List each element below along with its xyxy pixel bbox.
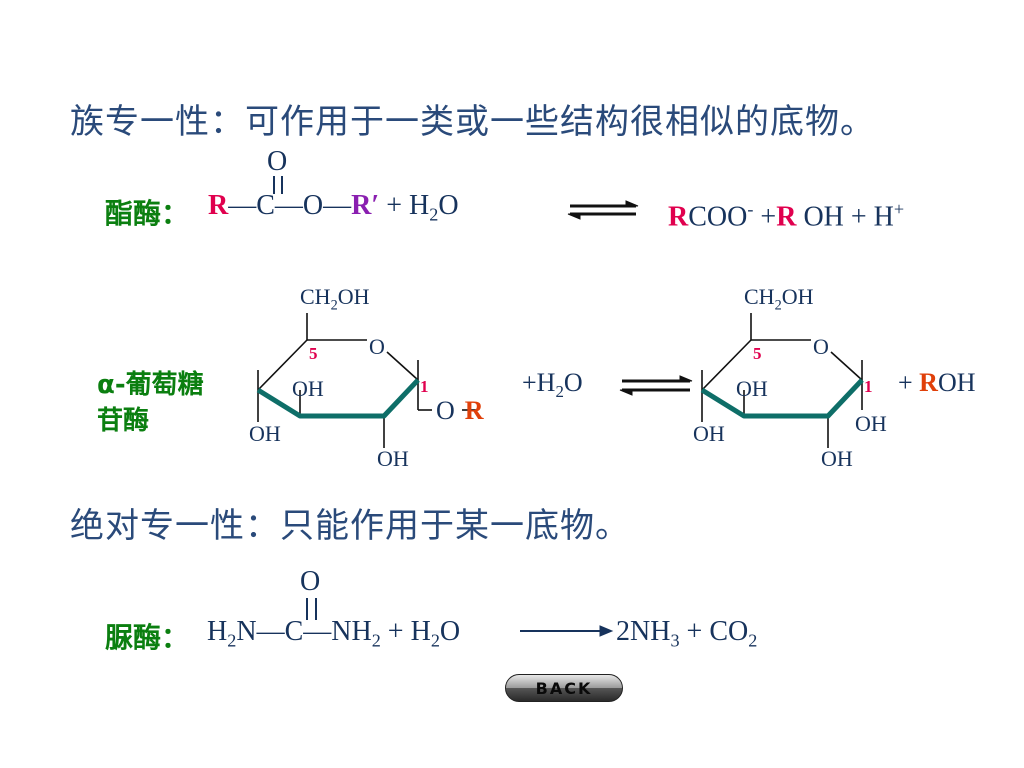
oh-text: OH [781, 284, 814, 309]
urea-plus-water: + H [380, 616, 431, 647]
ch-sub: 2 [330, 297, 338, 314]
ring-left-c5: 5 [309, 344, 318, 363]
ring-left-oh-bottom: OH [377, 446, 409, 471]
ring-right-front [700, 378, 864, 419]
bond: — [323, 190, 352, 221]
product-r: R [919, 368, 938, 397]
oh-text: OH [337, 284, 370, 309]
urea-nh: NH [331, 616, 372, 647]
ester-c: C [256, 190, 275, 221]
ester-r-prime: R′ [351, 190, 380, 221]
product-co2-sub: 2 [748, 630, 758, 651]
urease-label: 脲酶： [105, 616, 189, 656]
ring-right-c1: 1 [864, 377, 873, 396]
equilibrium-arrow-1 [567, 200, 639, 220]
product-r: R [668, 201, 689, 233]
product-coo: COO [688, 201, 748, 233]
glucosidase-water: +H2O [522, 368, 583, 402]
ch-sub: 2 [774, 297, 782, 314]
bond: — [274, 190, 303, 221]
ring-right-oh-left: OH [693, 421, 725, 446]
product-oh: OH + H [796, 201, 894, 233]
ring-left-ch2oh: CH2OH [300, 284, 370, 314]
product-nh3-sub: 3 [670, 630, 680, 651]
water-o: O [438, 190, 459, 221]
ester-o: O [302, 190, 324, 221]
urea-water-o: O [439, 616, 461, 647]
ch-text: CH [300, 284, 331, 309]
glyco-r: R [464, 396, 484, 425]
product-co2: + CO [679, 616, 749, 647]
water-sub: 2 [555, 382, 564, 402]
ring-right-ch2oh: CH2OH [744, 284, 814, 314]
ring-left-front [256, 378, 420, 419]
ring-right-c5: 5 [753, 344, 762, 363]
bond: — [256, 616, 285, 647]
product-r2: R [776, 201, 797, 233]
ring-left-oh-left: OH [249, 421, 281, 446]
water-h: +H [522, 368, 556, 397]
ester-r: R [208, 190, 229, 221]
plus: + [898, 368, 920, 397]
urease-bonds [306, 598, 614, 637]
product-nh3: 2NH [616, 616, 671, 647]
plus-water: + H [386, 190, 430, 221]
ring-left-c1: 1 [420, 377, 429, 396]
urea-nh-sub: 2 [371, 630, 381, 651]
esterase-label: 酯酶： [105, 192, 189, 232]
product-oh: OH [937, 368, 976, 397]
ring-right-oh-bottom: OH [821, 446, 853, 471]
equilibrium-arrow-2 [619, 375, 693, 396]
urea-h-sub: 2 [227, 630, 237, 651]
back-button-label: BACK [535, 678, 593, 698]
water-subscript: 2 [429, 204, 439, 225]
glucosidase-product: + ROH [898, 368, 976, 398]
ring-right-oh-inner: OH [736, 376, 768, 401]
ring-left-bonds [257, 313, 476, 448]
carbonyl-oxygen: O [267, 146, 288, 177]
urea-c: C [284, 616, 304, 647]
product-h-plus: + [893, 199, 905, 219]
ring-right-oh-c1: OH [855, 411, 887, 436]
water-o: O [563, 368, 583, 397]
urease-label-colon: ： [161, 621, 190, 654]
bond: — [228, 190, 257, 221]
urea-products: 2NH3 + CO2 [616, 616, 757, 652]
glucosidase-label-2: 苷酶 [97, 406, 150, 436]
esterase-label-text: 酯酶 [105, 197, 162, 230]
urea-n: N [236, 616, 257, 647]
ester-formula: R—C—O—R′ + H2O [208, 190, 459, 226]
ester-products: RCOO- +R OH + H+ [668, 199, 904, 233]
ring-right-oxygen: O [813, 334, 829, 359]
heading-group-specificity: 族专一性：可作用于一类或一些结构很相似的底物。 [70, 102, 875, 142]
urea-water-sub: 2 [430, 630, 440, 651]
glucosidase-label-1: α-葡萄糖 [97, 370, 204, 400]
glyco-oxygen: O [436, 396, 455, 425]
ring-left-oxygen: O [369, 334, 385, 359]
carbonyl-double-bond [273, 176, 283, 194]
urea-carbonyl-oxygen: O [300, 566, 321, 597]
ch-text: CH [744, 284, 775, 309]
esterase-label-colon: ： [161, 197, 190, 230]
urea-formula: H2N—C—NH2 + H2O [207, 616, 460, 652]
product-plus: + [753, 201, 777, 233]
urea-h: H [207, 616, 228, 647]
ring-right-bonds [701, 313, 863, 448]
urease-label-text: 脲酶 [105, 621, 162, 654]
back-button[interactable]: BACK [505, 674, 623, 702]
ring-left-oh-inner: OH [292, 376, 324, 401]
bond: — [303, 616, 332, 647]
heading-absolute-specificity: 绝对专一性：只能作用于某一底物。 [70, 506, 630, 546]
product-minus: - [747, 199, 754, 219]
